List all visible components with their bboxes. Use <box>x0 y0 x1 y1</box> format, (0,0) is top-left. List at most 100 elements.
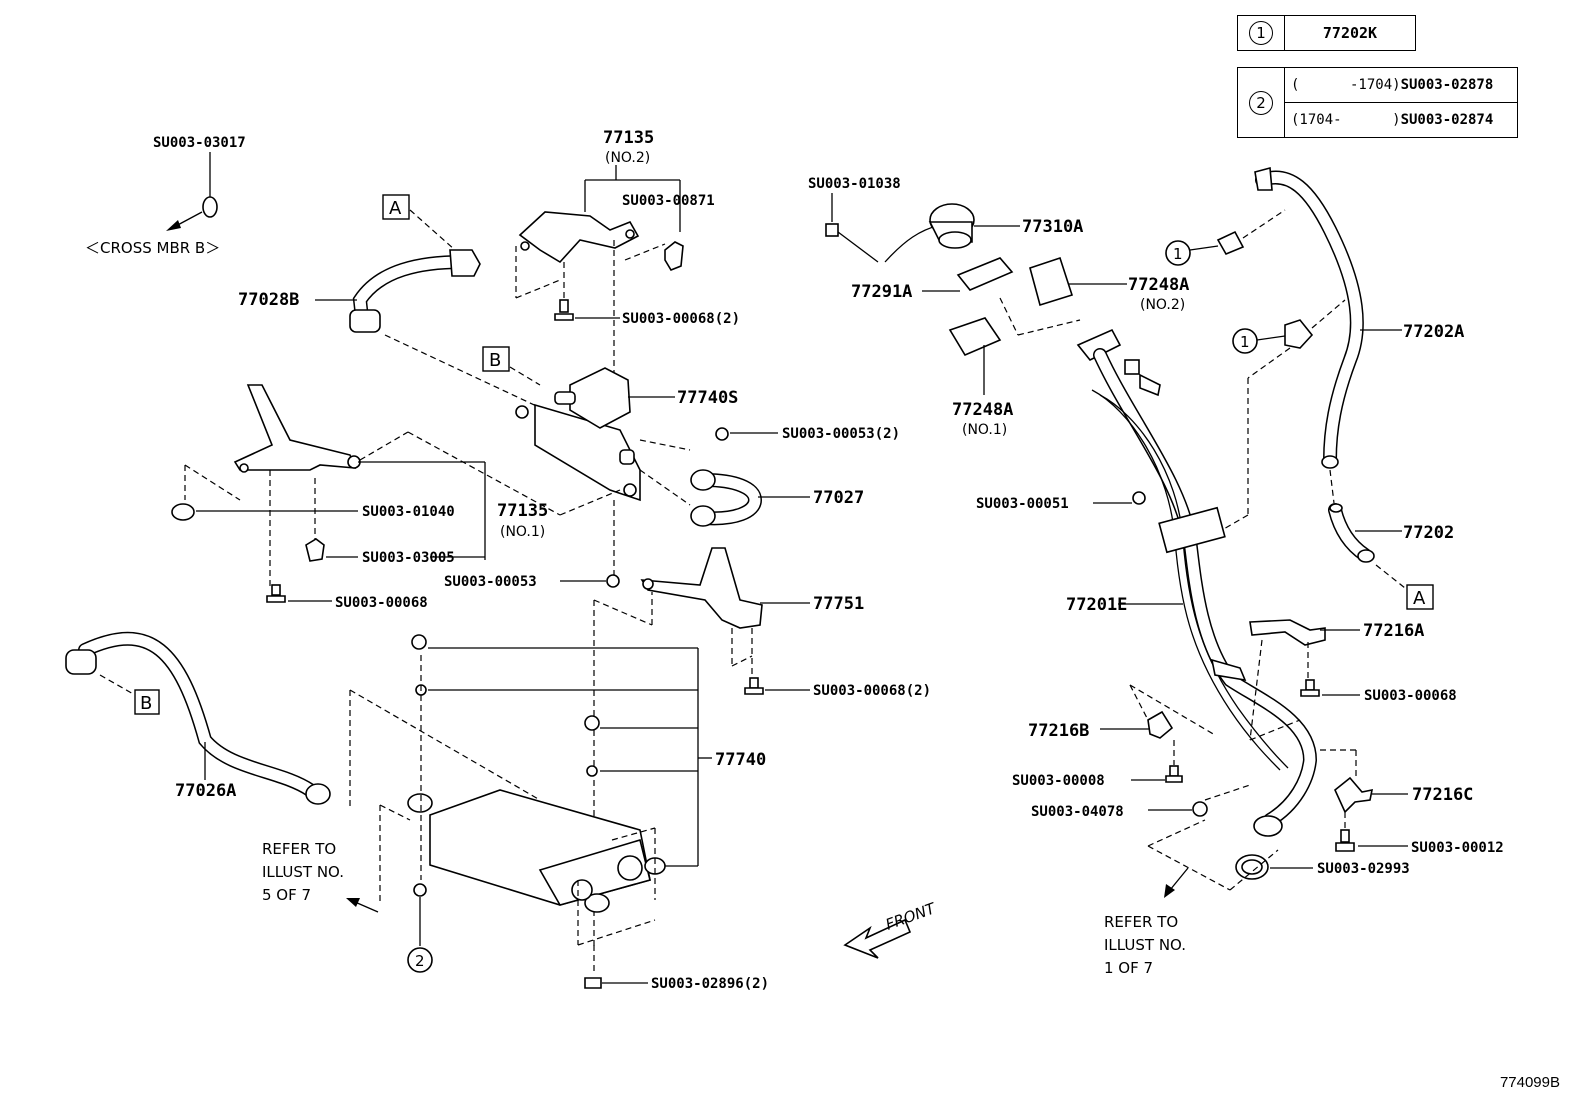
arrow-icon <box>166 220 181 231</box>
label-77310a: 77310A <box>1022 217 1083 237</box>
bolt-part-mid <box>744 677 764 695</box>
legend-range-b: (1704- ) <box>1291 112 1401 128</box>
label-su003-04078: SU003-04078 <box>1031 804 1124 820</box>
refer-1-line1: REFER TO <box>1104 913 1178 931</box>
label-su003-03005: SU003-03005 <box>362 550 455 566</box>
svg-text:B: B <box>489 350 501 371</box>
hose-77202 <box>1328 503 1375 563</box>
label-no2-top: (NO.2) <box>605 150 650 166</box>
front-arrow-icon <box>843 918 912 959</box>
label-77135-no2: 77135 <box>603 128 654 148</box>
bolt-su003-00008 <box>1165 765 1183 783</box>
nut-su003-02896 <box>584 977 602 989</box>
grommet-c <box>413 883 427 897</box>
label-no2-right: (NO.2) <box>1140 297 1185 313</box>
label-77248a-no2: 77248A <box>1128 275 1189 295</box>
legend-table: 1 77202K 2 ( -1704)SU003-02878 (1704- )S… <box>1237 15 1518 138</box>
fuel-cap-77310a <box>928 203 975 249</box>
hose-77026a <box>65 631 331 805</box>
screw-su003-00012 <box>1335 829 1355 852</box>
label-front: FRONT <box>883 899 939 934</box>
svg-text:A: A <box>389 198 402 219</box>
label-77740: 77740 <box>715 750 766 770</box>
canister-77740 <box>407 789 666 913</box>
bolt-part-left <box>266 584 286 603</box>
svg-text:1: 1 <box>1173 245 1183 263</box>
pad-77248a-no1 <box>948 317 1002 357</box>
label-su003-00068-2-mid: SU003-00068(2) <box>813 683 931 699</box>
svg-text:B: B <box>140 693 152 714</box>
bracket-77135-no2 <box>518 211 640 264</box>
callout-1-circle-lower <box>1232 328 1258 354</box>
callout-2-circle <box>407 947 433 973</box>
label-77026a: 77026A <box>175 781 236 801</box>
label-su003-01040: SU003-01040 <box>362 504 455 520</box>
refer-5-line1: REFER TO <box>262 840 336 858</box>
label-su003-00051: SU003-00051 <box>976 496 1069 512</box>
label-cross-mbr: ＜CROSS MBR B＞ <box>85 239 220 257</box>
pad-77248a-no2 <box>1029 256 1074 307</box>
label-su003-00068-right: SU003-00068 <box>1364 688 1457 704</box>
label-77027: 77027 <box>813 488 864 508</box>
legend-marker-1: 1 <box>1237 15 1285 51</box>
ref-box-b-top <box>482 346 510 372</box>
label-77216c: 77216C <box>1412 785 1473 805</box>
grommet-su003-04078 <box>1192 801 1208 817</box>
bracket-77216a <box>1249 619 1326 646</box>
refer-5-line2: ILLUST NO. <box>262 863 344 881</box>
cap-part <box>171 503 195 521</box>
legend-part-77202k: 77202K <box>1284 15 1416 51</box>
grommet-b <box>584 715 600 731</box>
label-77216b: 77216B <box>1028 721 1089 741</box>
label-77216a: 77216A <box>1363 621 1424 641</box>
label-su003-02896-2: SU003-02896(2) <box>651 976 769 992</box>
label-su003-00068-2-top: SU003-00068(2) <box>622 311 740 327</box>
svg-text:2: 2 <box>415 952 425 970</box>
grommet-su003-00051 <box>1132 491 1146 505</box>
clip-part <box>664 241 684 271</box>
label-77202a: 77202A <box>1403 322 1464 342</box>
arrow-icon-refer5 <box>346 898 360 907</box>
legend-part-02878: SU003-02878 <box>1400 77 1494 93</box>
hose-77027 <box>690 469 763 527</box>
clip-1-lower <box>1284 319 1314 349</box>
label-77248a-no1: 77248A <box>952 400 1013 420</box>
bracket-77216b <box>1147 710 1174 739</box>
grommet-center <box>606 574 620 588</box>
label-no1-right: (NO.1) <box>962 422 1007 438</box>
clip-77216c <box>1334 776 1374 814</box>
bracket-77751 <box>640 547 763 629</box>
clip-1-upper <box>1216 230 1245 256</box>
refer-1-line2: ILLUST NO. <box>1104 936 1186 954</box>
filler-pipe-77201e <box>1076 328 1318 837</box>
hose-77028b <box>349 249 481 333</box>
svg-text:1: 1 <box>1240 333 1250 351</box>
legend-marker-2: 2 <box>1237 67 1285 138</box>
legend-row-2b: (1704- )SU003-02874 <box>1284 102 1518 138</box>
refer-1-line3: 1 OF 7 <box>1104 959 1153 977</box>
illustration-ref-number: 774099B <box>1499 1074 1560 1091</box>
arrow-icon-refer1 <box>1164 884 1175 898</box>
ref-box-b-left <box>134 689 160 715</box>
label-77291a: 77291A <box>851 282 912 302</box>
label-su003-00012: SU003-00012 <box>1411 840 1504 856</box>
legend-row-2a: ( -1704)SU003-02878 <box>1284 67 1518 103</box>
label-su003-02993: SU003-02993 <box>1317 861 1410 877</box>
clip-su003-03005 <box>305 538 325 562</box>
o-ring-part <box>202 196 218 218</box>
label-no1-mid: (NO.1) <box>500 524 545 540</box>
label-su003-00053-2: SU003-00053(2) <box>782 426 900 442</box>
gasket-77291a <box>956 257 1014 291</box>
callout-1-circle-upper <box>1165 240 1191 266</box>
label-su003-00068-left: SU003-00068 <box>335 595 428 611</box>
clamp-su003-02993 <box>1235 854 1269 880</box>
legend-part-02874: SU003-02874 <box>1400 112 1494 128</box>
grommet-part <box>715 427 729 441</box>
label-su003-00053: SU003-00053 <box>444 574 537 590</box>
bolt-part <box>554 299 574 321</box>
screw-su003-01038 <box>825 223 839 237</box>
ref-box-a-right <box>1406 584 1434 610</box>
label-su003-03017: SU003-03017 <box>153 135 246 151</box>
label-77201e: 77201E <box>1066 595 1127 615</box>
